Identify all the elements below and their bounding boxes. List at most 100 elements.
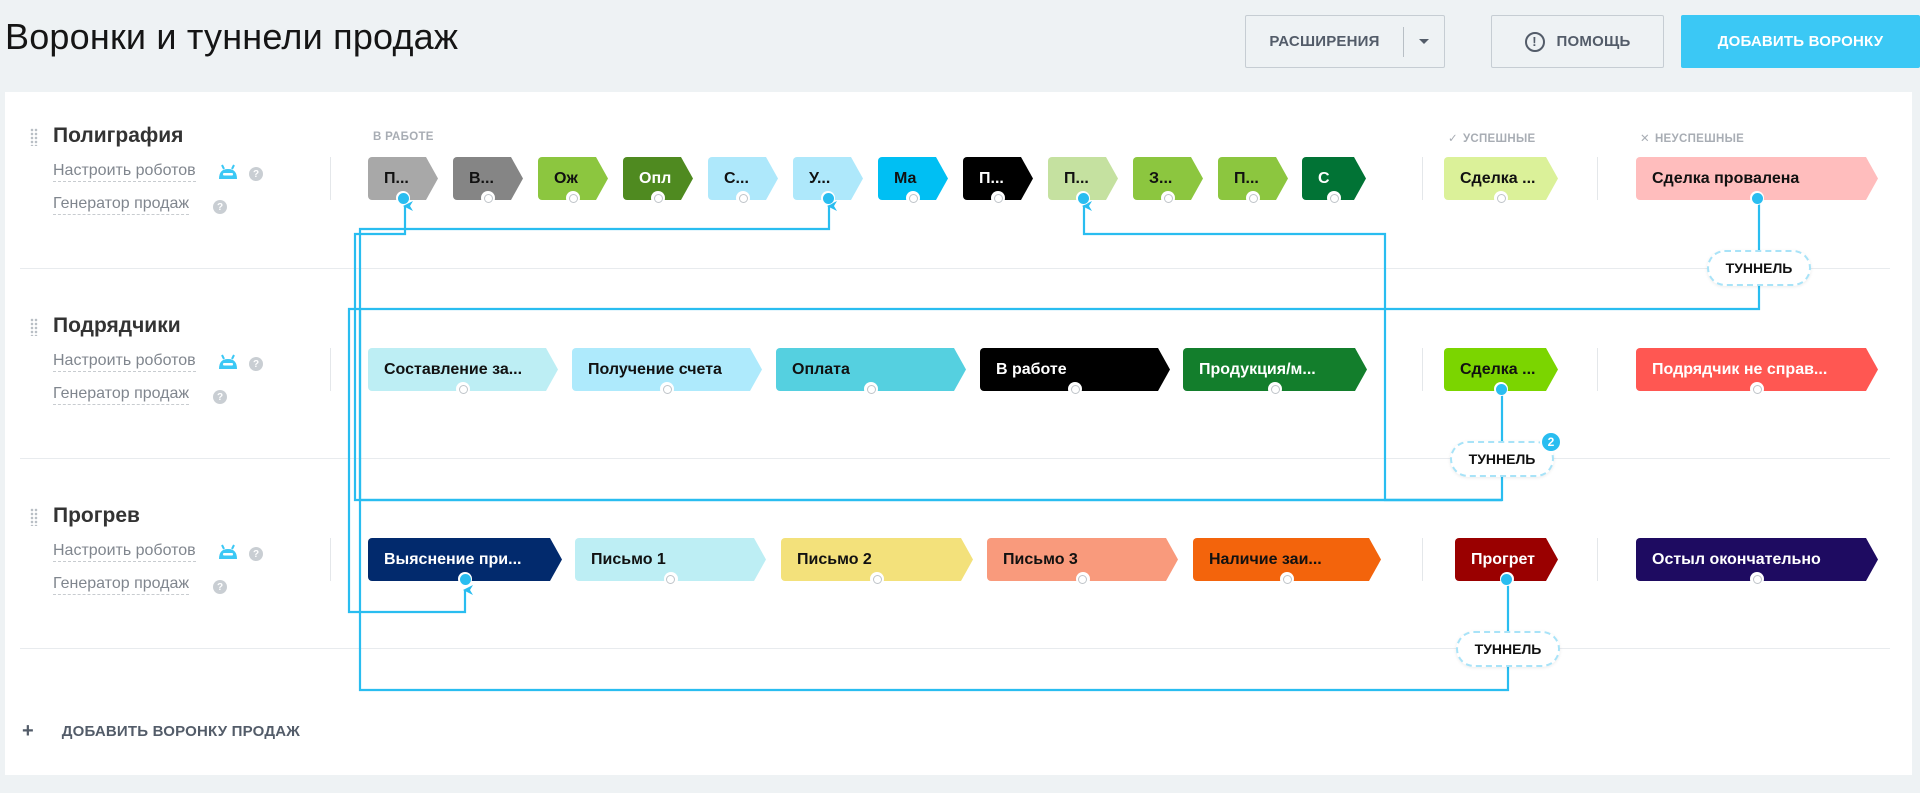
connector-dot[interactable] xyxy=(1075,572,1090,586)
connector-dot[interactable] xyxy=(991,191,1005,205)
stage-success[interactable]: Сделка ... xyxy=(1444,157,1558,205)
sales-generator-link[interactable]: Генератор продаж xyxy=(53,195,190,215)
stage-label: Ма xyxy=(894,170,917,187)
extensions-button[interactable]: Расширения xyxy=(1245,15,1445,68)
stage[interactable]: Письмо 3 xyxy=(987,538,1178,586)
stage-fail[interactable]: Сделка провалена xyxy=(1636,157,1878,205)
connector-dot[interactable] xyxy=(663,572,678,586)
stage[interactable]: Ож xyxy=(538,157,608,205)
stage[interactable]: В... xyxy=(453,157,523,205)
connector-dot-active[interactable] xyxy=(1494,382,1508,396)
stage-label: Наличие заи... xyxy=(1209,551,1322,568)
connector-dot[interactable] xyxy=(736,191,750,205)
connector-dot[interactable] xyxy=(1750,382,1764,396)
connector-dot[interactable] xyxy=(481,191,495,205)
tunnel-label: Туннель xyxy=(1725,260,1793,276)
stage[interactable]: С... xyxy=(708,157,778,205)
connector-dot[interactable] xyxy=(651,191,665,205)
stage[interactable]: У... xyxy=(793,157,863,205)
funnel-title[interactable]: Прогрев xyxy=(53,504,140,527)
help-question-icon[interactable]: ? xyxy=(249,357,263,371)
connector-dot-active[interactable] xyxy=(821,191,835,205)
connector-dot[interactable] xyxy=(1246,191,1260,205)
stage[interactable]: С xyxy=(1302,157,1366,205)
sales-generator-link[interactable]: Генератор продаж xyxy=(53,575,190,595)
connector-dot-active[interactable] xyxy=(1076,191,1090,205)
column-separator xyxy=(1422,348,1423,391)
configure-robots-link[interactable]: Настроить роботов xyxy=(53,542,196,562)
connector-dot-active[interactable] xyxy=(458,572,472,586)
configure-robots-link[interactable]: Настроить роботов xyxy=(53,162,196,182)
connector-dot[interactable] xyxy=(660,382,674,396)
stage-label: Сделка ... xyxy=(1460,170,1536,187)
stage-label: Остыл окончательно xyxy=(1652,551,1821,568)
robot-icon[interactable] xyxy=(217,544,239,560)
stage[interactable]: Ма xyxy=(878,157,948,205)
connector-dot[interactable] xyxy=(566,191,580,205)
stage-success[interactable]: Прогрет xyxy=(1455,538,1558,586)
stage-fail[interactable]: Остыл окончательно xyxy=(1636,538,1878,586)
stage[interactable]: В работе xyxy=(980,348,1170,396)
stage[interactable]: П... xyxy=(1218,157,1288,205)
extensions-divider xyxy=(1403,26,1404,57)
robot-icon[interactable] xyxy=(217,164,239,180)
column-separator xyxy=(1422,538,1423,581)
connector-dot[interactable] xyxy=(1068,382,1082,396)
stage[interactable]: Опл xyxy=(623,157,693,205)
stage[interactable]: Получение счета xyxy=(572,348,762,396)
connector-dot[interactable] xyxy=(1327,191,1341,205)
add-funnel-button[interactable]: Добавить воронку xyxy=(1681,15,1920,68)
stage[interactable]: Продукция/м... xyxy=(1183,348,1367,396)
tunnel-label: Туннель xyxy=(1468,451,1536,467)
funnel-title[interactable]: Полиграфия xyxy=(53,124,184,147)
stage[interactable]: Письмо 2 xyxy=(781,538,973,586)
funnel-title[interactable]: Подрядчики xyxy=(53,314,181,337)
extensions-button-label: Расширения xyxy=(1269,33,1380,50)
connector-dot-active[interactable] xyxy=(1750,191,1764,205)
stage-fail[interactable]: Подрядчик не справ... xyxy=(1636,348,1878,396)
connector-dot[interactable] xyxy=(1161,191,1175,205)
connector-dot[interactable] xyxy=(456,382,470,396)
connector-dot[interactable] xyxy=(906,191,920,205)
connector-dot[interactable] xyxy=(864,382,878,396)
stage[interactable]: П... xyxy=(368,157,438,205)
configure-robots-link[interactable]: Настроить роботов xyxy=(53,352,196,372)
stage[interactable]: Письмо 1 xyxy=(575,538,766,586)
help-question-icon[interactable]: ? xyxy=(249,547,263,561)
help-question-icon[interactable]: ? xyxy=(213,200,227,214)
connector-dot[interactable] xyxy=(1750,572,1764,586)
connector-dot[interactable] xyxy=(1494,191,1508,205)
stage[interactable]: П... xyxy=(963,157,1033,205)
drag-handle-icon[interactable] xyxy=(30,318,38,336)
help-question-icon[interactable]: ? xyxy=(249,167,263,181)
tunnel-badge[interactable]: Туннель 2 xyxy=(1450,431,1562,477)
stage-success[interactable]: Сделка ... xyxy=(1444,348,1558,396)
tunnel-label: Туннель xyxy=(1474,641,1542,657)
add-sales-funnel-button[interactable]: + Добавить воронку продаж xyxy=(22,720,300,743)
stage-label: Выяснение при... xyxy=(384,551,522,568)
help-question-icon[interactable]: ? xyxy=(213,580,227,594)
stage[interactable]: З... xyxy=(1133,157,1203,205)
connector-dot[interactable] xyxy=(1280,572,1294,586)
extensions-dropdown-toggle[interactable] xyxy=(1404,39,1444,44)
help-question-icon[interactable]: ? xyxy=(213,390,227,404)
stage[interactable]: Оплата xyxy=(776,348,966,396)
stage-label: Письмо 2 xyxy=(797,551,872,568)
stage[interactable]: Составление за... xyxy=(368,348,558,396)
robot-icon[interactable] xyxy=(217,354,239,370)
connector-dot[interactable] xyxy=(1268,382,1282,396)
drag-handle-icon[interactable] xyxy=(30,508,38,526)
help-button[interactable]: ! Помощь xyxy=(1491,15,1664,68)
connector-dot-active[interactable] xyxy=(396,191,410,205)
stage[interactable]: Выяснение при... xyxy=(368,538,562,586)
tunnel-badge[interactable]: Туннель xyxy=(1456,631,1560,667)
column-label-fail-text: Неуспешные xyxy=(1654,133,1745,145)
stage[interactable]: Наличие заи... xyxy=(1193,538,1381,586)
connector-dot[interactable] xyxy=(870,572,884,586)
drag-handle-icon[interactable] xyxy=(30,128,38,146)
stage[interactable]: П... xyxy=(1048,157,1118,205)
connector-dot-active[interactable] xyxy=(1499,572,1514,586)
tunnel-badge[interactable]: Туннель xyxy=(1707,250,1811,286)
sales-generator-link[interactable]: Генератор продаж xyxy=(53,385,190,405)
help-button-label: Помощь xyxy=(1556,33,1631,50)
